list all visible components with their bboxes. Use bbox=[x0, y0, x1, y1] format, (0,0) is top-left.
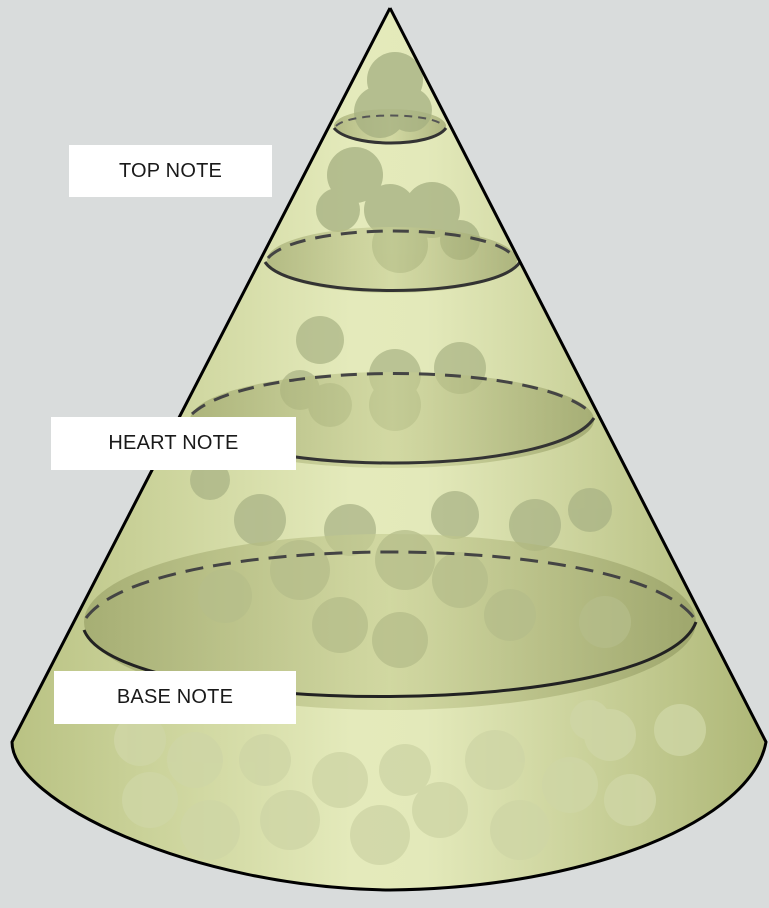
heart-note-label: HEART NOTE bbox=[51, 417, 296, 470]
base-note-label: BASE NOTE bbox=[54, 671, 296, 724]
top-note-label: TOP NOTE bbox=[69, 145, 272, 197]
